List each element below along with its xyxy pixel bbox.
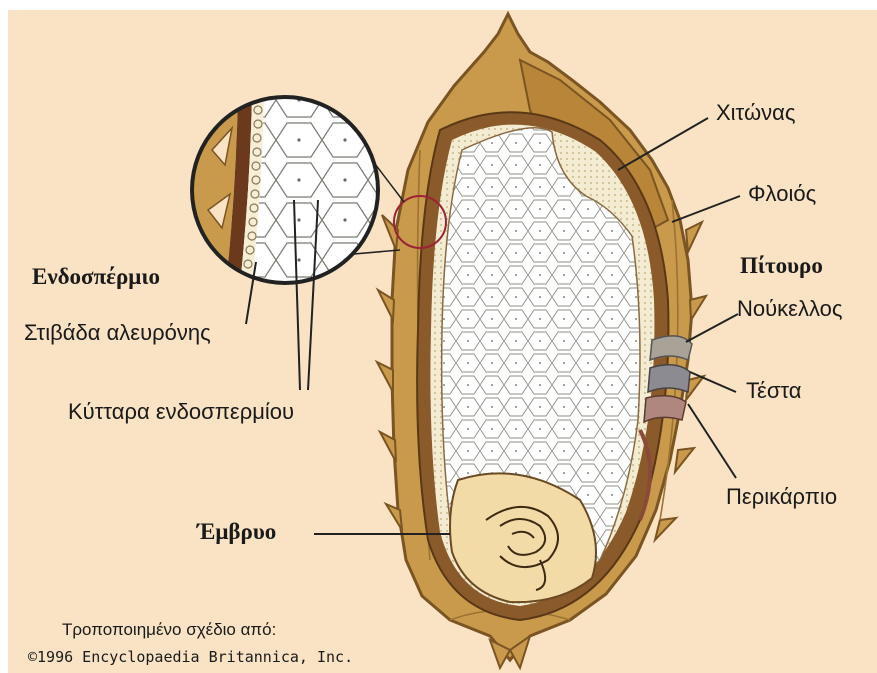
label-floios: Φλοιός — [748, 181, 816, 207]
label-chiton: Χιτώνας — [716, 100, 795, 126]
label-pitouro: Πίτουρο — [740, 253, 823, 279]
label-noukellos: Νούκελλος — [737, 296, 842, 322]
label-embryo: Έμβρυο — [197, 519, 276, 545]
label-testa: Τέστα — [746, 378, 802, 404]
credit-line-2: ©1996 Encyclopaedia Britannica, Inc. — [28, 648, 353, 666]
label-cells: Κύτταρα ενδοσπερμίου — [68, 399, 294, 425]
testa-tab — [648, 365, 690, 392]
credit-line-1: Τροποποιημένο σχέδιο από: — [62, 620, 276, 640]
label-aleurone: Στιβάδα αλευρόνης — [24, 320, 211, 346]
nucellus-tab — [650, 336, 692, 360]
label-endospermio: Ενδοσπέρμιο — [32, 264, 160, 290]
pericarp-tab — [644, 396, 686, 422]
label-perikarpio: Περικάρπιο — [726, 484, 837, 510]
